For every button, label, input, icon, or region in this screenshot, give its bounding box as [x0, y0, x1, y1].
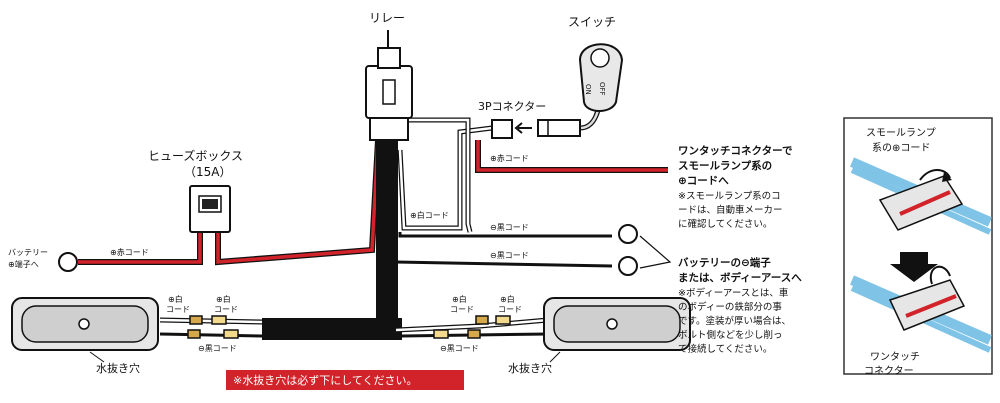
inset-caption-1: ワンタッチ [870, 351, 920, 363]
battery-red-wire [78, 139, 381, 266]
drain-warning-box [226, 370, 464, 390]
small-lamp-red-wire [475, 140, 668, 173]
black-cord-label-2: ⊖黒コード [490, 251, 529, 260]
small-lamp-note: ワンタッチコネクターで スモールランプ系の ⊕コードへ ※スモールランプ系のコ … [678, 145, 793, 230]
small-lamp-title-1: ワンタッチコネクターで [678, 145, 793, 157]
right-lamp-white-l2: コード [450, 305, 474, 314]
right-lamp-black-label: ⊖黒コード [440, 344, 479, 353]
relay-label: リレー [369, 11, 405, 25]
connector-3p-label: 3Pコネクター [478, 100, 546, 113]
connector-3p [491, 119, 581, 139]
inset-title-2: 系の⊕コード [872, 142, 930, 154]
ground-black-wires [395, 232, 613, 268]
battery-label-2: ⊕端子へ [8, 259, 39, 269]
right-lamp-white-r2: コード [498, 305, 522, 314]
right-lamp [543, 297, 691, 351]
small-lamp-body-3: に確認してください。 [678, 218, 772, 230]
left-lamp-white-l2: コード [166, 305, 190, 314]
lamp-white-wires [159, 317, 549, 338]
inset-caption-2: コネクター [864, 365, 914, 377]
ground-body-3: です。塗装が厚い場合は、 [678, 315, 791, 327]
left-lamp-white-r1: ⊕白 [216, 294, 231, 304]
red-cord-top-label: ⊕赤コード [490, 154, 529, 163]
ground-title-1: バッテリーの⊖端子 [678, 256, 771, 269]
ground-body-1: ※ボディーアースとは、車 [678, 287, 789, 299]
left-lamp-white-l1: ⊕白 [168, 294, 183, 304]
left-lamp [11, 297, 159, 351]
ground-pointer [639, 235, 672, 269]
drain-warning-text: ※水抜き穴は必ず下にしてください。 [233, 373, 418, 387]
inset-title-1: スモールランプ [866, 127, 936, 139]
left-lamp-white-r2: コード [214, 305, 238, 314]
ring-terminals [58, 224, 638, 276]
switch-label: スイッチ [568, 15, 616, 29]
drain-left-label: 水抜き穴 [96, 361, 140, 375]
ground-body-2: のボディーの鉄部分の事 [678, 301, 782, 313]
switch [578, 43, 624, 112]
small-lamp-title-3: ⊕コードへ [678, 175, 729, 187]
ground-title-2: または、ボディーアースへ [678, 271, 802, 284]
left-lamp-black-label: ⊖黒コード [198, 344, 237, 353]
switch-on-label: ON [584, 84, 592, 95]
one-touch-connector-inset: スモールランプ 系の⊕コード ワンタッチ コネクター [843, 117, 993, 377]
drain-right-label: 水抜き穴 [508, 361, 552, 375]
main-harness [262, 140, 402, 340]
small-lamp-body-2: ードは、自動車メーカー [678, 204, 783, 216]
right-lamp-white-l1: ⊕白 [452, 294, 467, 304]
small-lamp-body-1: ※スモールランプ系のコ [678, 191, 781, 202]
fuse-box-label: ヒューズボックス [148, 148, 243, 163]
white-cord-label: ⊕白コード [410, 210, 449, 220]
ground-note: バッテリーの⊖端子 または、ボディーアースへ ※ボディーアースとは、車 のボディ… [678, 256, 802, 355]
switch-off-label: OFF [598, 82, 606, 96]
ground-body-5: て接続してください。 [678, 343, 772, 355]
small-lamp-title-2: スモールランプ系の [678, 159, 772, 172]
relay [365, 30, 413, 141]
lamp-connectors [187, 315, 511, 339]
battery-label-1: バッテリー [8, 248, 48, 257]
black-cord-label-1: ⊖黒コード [490, 223, 529, 232]
relay-white-wires [397, 117, 493, 233]
fuse-rating-label: （15A） [184, 165, 231, 179]
fuse-box [189, 185, 231, 233]
red-cord-fuse-label: ⊕赤コード [110, 248, 149, 257]
ground-body-4: ボルト側などを少し削っ [678, 329, 783, 341]
right-lamp-white-r1: ⊕白 [500, 294, 515, 304]
